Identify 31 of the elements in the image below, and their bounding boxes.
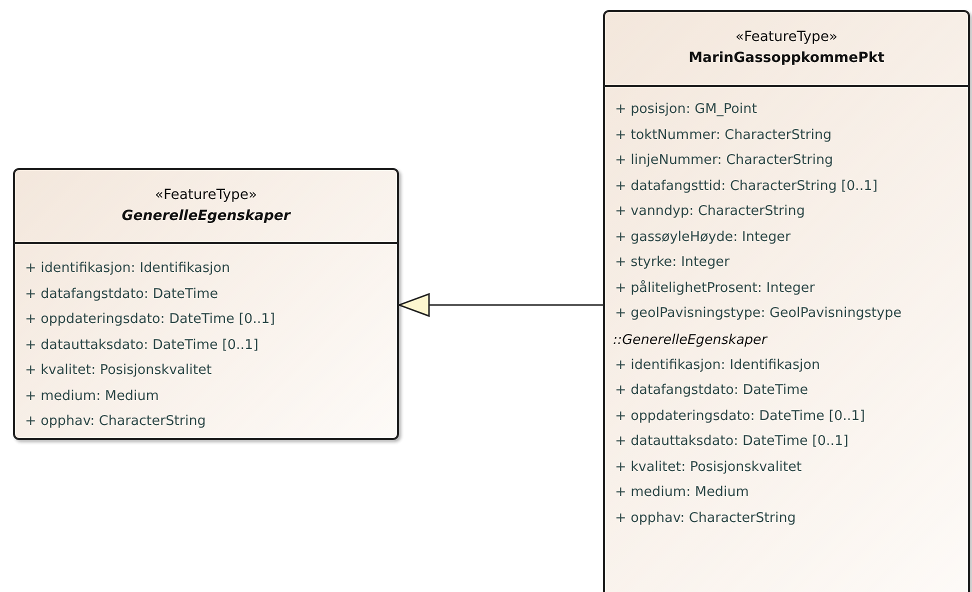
class-name: GenerelleEgenskaper <box>122 207 290 226</box>
attribute-text: + geolPavisningstype: GeolPavisningstype <box>615 304 902 323</box>
attribute-text: + styrke: Integer <box>615 253 730 272</box>
attribute-text: + datafangsttid: CharacterString [0..1] <box>615 176 878 196</box>
attribute-text: + toktNummer: CharacterString <box>615 126 832 144</box>
class-box <box>603 10 970 592</box>
attribute-text: + kvalitet: Posisjonskvalitet <box>615 458 802 476</box>
attribute-text: + identifikasjon: Identifikasjon <box>25 259 230 278</box>
attribute-text: + linjeNummer: CharacterString <box>615 151 834 170</box>
attribute-text: + opphav: CharacterString <box>25 412 206 431</box>
attribute-text: + kvalitet: Posisjonskvalitet <box>25 361 212 380</box>
stereotype-label: «FeatureType» <box>735 28 838 47</box>
class-box <box>13 168 399 440</box>
attribute-text: + oppdateringsdato: DateTime [0..1] <box>615 406 866 426</box>
attribute-text: + oppdateringsdato: DateTime [0..1] <box>25 310 276 329</box>
attribute-text: + gassøyleHøyde: Integer <box>615 228 790 246</box>
generalization-arrow <box>398 293 603 317</box>
attribute-text: + medium: Medium <box>25 386 159 406</box>
class-name: MarinGassoppkommePkt <box>688 49 884 68</box>
attribute-text: + datauttaksdato: DateTime [0..1] <box>615 432 848 451</box>
attribute-text: + datauttaksdato: DateTime [0..1] <box>25 336 258 354</box>
attribute-text: + posisjon: GM_Point <box>615 100 758 119</box>
attribute-text: + identifikasjon: Identifikasjon <box>615 356 820 374</box>
inherited-section-heading: ::GenerelleEgenskaper <box>613 330 767 350</box>
attribute-text: + datafangstdato: DateTime <box>25 284 218 304</box>
attribute-text: + datafangstdato: DateTime <box>615 381 808 400</box>
attribute-text: + medium: Medium <box>615 483 749 502</box>
attribute-text: + vanndyp: CharacterString <box>615 202 805 221</box>
attribute-text: + pålitelighetProsent: Integer <box>615 278 815 298</box>
attribute-text: + opphav: CharacterString <box>615 508 796 528</box>
stereotype-label: «FeatureType» <box>154 186 258 205</box>
